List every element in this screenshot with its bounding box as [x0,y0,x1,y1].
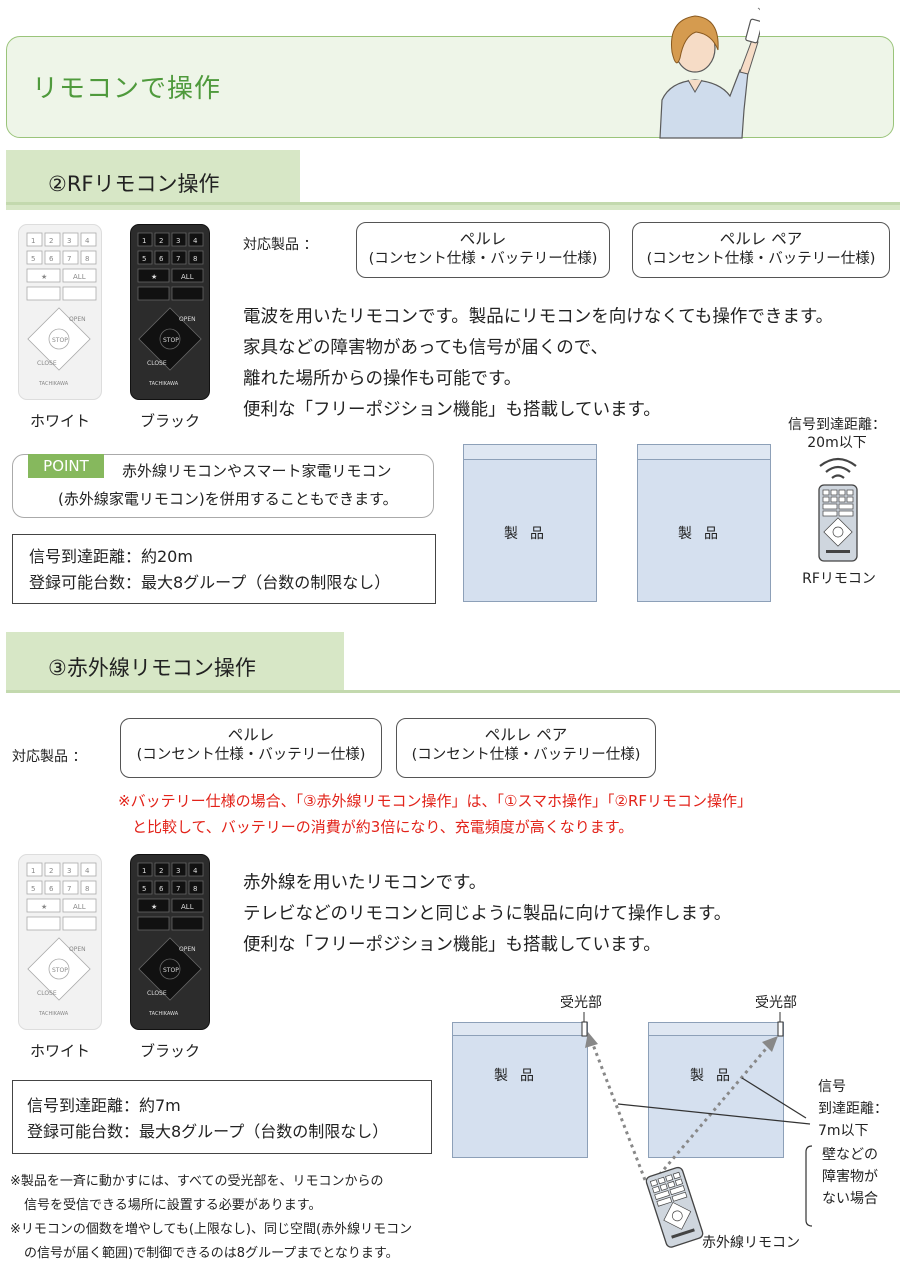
svg-text:2: 2 [159,867,163,875]
rf-product-pill-perle: ペルレ (コンセント仕様・バッテリー仕様) [356,222,610,278]
black-remote-image-ir: 1 2 3 4 5 6 7 8 ★ ALL OPEN STOP CLOSE TACHIKAWA [130,854,210,1030]
svg-text:5: 5 [142,255,146,263]
svg-text:4: 4 [85,237,90,245]
white-remote-image: 1 2 3 4 5 6 7 8 ★ ALL OPEN STOP CLOSE TACHIKAWA [18,224,102,400]
svg-text:4: 4 [193,237,198,245]
svg-text:ALL: ALL [181,903,194,911]
ir-products-label: 対応製品 ： [12,749,87,765]
svg-text:OPEN: OPEN [179,316,196,323]
rf-range-label: 信号到達距離： 20m以下 [788,417,886,451]
svg-text:3: 3 [67,867,71,875]
svg-text:7: 7 [176,885,180,893]
svg-text:★: ★ [151,273,157,281]
svg-text:CLOSE: CLOSE [147,360,167,367]
svg-text:CLOSE: CLOSE [37,360,57,367]
receiver-label-2: 受光部 [755,995,797,1011]
rf-description: 電波を用いたリモコンです。製品にリモコンを向けなくても操作できます。 家具などの… [243,307,834,420]
black-remote-caption: ブラック [139,412,200,430]
svg-text:ALL: ALL [181,273,194,281]
rf-product-2: 製品 [637,444,771,602]
svg-text:TACHIKAWA: TACHIKAWA [148,381,179,387]
rf-product-1: 製品 [463,444,597,602]
receiver-label-1: 受光部 [560,995,602,1011]
svg-text:CLOSE: CLOSE [37,990,57,997]
svg-text:6: 6 [159,885,164,893]
ir-range-label: 信号 到達距離： 7m以下 [818,1079,888,1139]
svg-text:ALL: ALL [73,273,86,281]
svg-text:ALL: ALL [73,903,86,911]
svg-text:1: 1 [142,867,146,875]
svg-text:5: 5 [31,885,35,893]
svg-text:2: 2 [49,867,53,875]
svg-text:7: 7 [67,255,71,263]
ir-obstacle-label: 壁などの 障害物が ない場合 [822,1147,878,1207]
svg-text:OPEN: OPEN [69,316,86,323]
svg-text:7: 7 [67,885,71,893]
wireless-signal-icon [819,457,857,479]
rf-remote-icon [818,484,858,562]
svg-text:1: 1 [31,237,35,245]
ir-spec-box: 信号到達距離：約7m 登録可能台数：最大8グループ（台数の制限なし） [12,1080,432,1154]
svg-text:6: 6 [159,255,164,263]
svg-text:★: ★ [41,903,47,911]
section-ir-title: ③赤外線リモコン操作 [48,656,256,680]
svg-text:7: 7 [176,255,180,263]
ir-remote-label: 赤外線リモコン [702,1235,800,1251]
black-remote-caption-ir: ブラック [139,1042,200,1060]
ir-battery-warning: ※バッテリー仕様の場合、「③赤外線リモコン操作」は、「①スマホ操作」「②RFリモ… [118,792,753,836]
point-line1: 赤外線リモコンやスマート家電リモコン [122,462,392,480]
point-box [12,454,434,518]
point-line2: (赤外線家電リモコン)を併用することもできます。 [58,490,398,508]
ir-product-1: 製品 [452,1022,588,1158]
svg-text:TACHIKAWA: TACHIKAWA [148,1011,179,1017]
svg-text:8: 8 [85,885,89,893]
point-tag: POINT [28,454,104,478]
svg-text:CLOSE: CLOSE [147,990,167,997]
black-remote-image: 1 2 3 4 5 6 7 8 ★ ALL OPEN STOP CLOSE TACHIKAWA [130,224,210,400]
svg-text:TACHIKAWA: TACHIKAWA [38,1011,69,1017]
svg-text:STOP: STOP [52,337,68,344]
svg-text:1: 1 [142,237,146,245]
svg-text:4: 4 [85,867,90,875]
svg-text:6: 6 [49,255,54,263]
ir-product-pill-perle: ペルレ (コンセント仕様・バッテリー仕様) [120,718,382,778]
svg-text:4: 4 [193,867,198,875]
svg-text:TACHIKAWA: TACHIKAWA [38,381,69,387]
svg-text:6: 6 [49,885,54,893]
svg-text:STOP: STOP [163,337,179,344]
ir-description: 赤外線を用いたリモコンです。 テレビなどのリモコンと同じように製品に向けて操作し… [243,873,732,955]
svg-text:★: ★ [151,903,157,911]
rf-products-label: 対応製品 ： [243,237,318,253]
section-rf-title: ②RFリモコン操作 [48,172,220,196]
svg-text:3: 3 [176,867,180,875]
white-remote-caption: ホワイト [29,412,90,430]
svg-text:2: 2 [159,237,163,245]
ir-notes: ※製品を一斉に動かすには、すべての受光部を、リモコンからの 信号を受信できる場所… [10,1174,413,1261]
svg-text:STOP: STOP [52,967,68,974]
rf-product-pill-perle-pair: ペルレ ペア (コンセント仕様・バッテリー仕様) [632,222,890,278]
svg-text:8: 8 [193,255,197,263]
svg-text:OPEN: OPEN [69,946,86,953]
white-remote-caption-ir: ホワイト [29,1042,90,1060]
page-title: リモコンで操作 [32,74,222,104]
woman-with-phone-illustration [659,7,760,139]
ir-product-pill-perle-pair: ペルレ ペア (コンセント仕様・バッテリー仕様) [396,718,656,778]
svg-text:OPEN: OPEN [179,946,196,953]
svg-text:★: ★ [41,273,47,281]
svg-text:5: 5 [142,885,146,893]
svg-text:3: 3 [176,237,180,245]
rf-remote-label: RFリモコン [802,571,876,587]
rf-spec-box: 信号到達距離：約20m 登録可能台数：最大8グループ（台数の制限なし） [12,534,436,604]
white-remote-image-ir: 1 2 3 4 5 6 7 8 ★ ALL OPEN STOP CLOSE TACHIKAWA [18,854,102,1030]
svg-text:8: 8 [85,255,89,263]
svg-text:5: 5 [31,255,35,263]
svg-text:3: 3 [67,237,71,245]
ir-signal-diagram [581,1012,813,1248]
svg-text:8: 8 [193,885,197,893]
svg-text:1: 1 [31,867,35,875]
svg-text:2: 2 [49,237,53,245]
svg-text:STOP: STOP [163,967,179,974]
